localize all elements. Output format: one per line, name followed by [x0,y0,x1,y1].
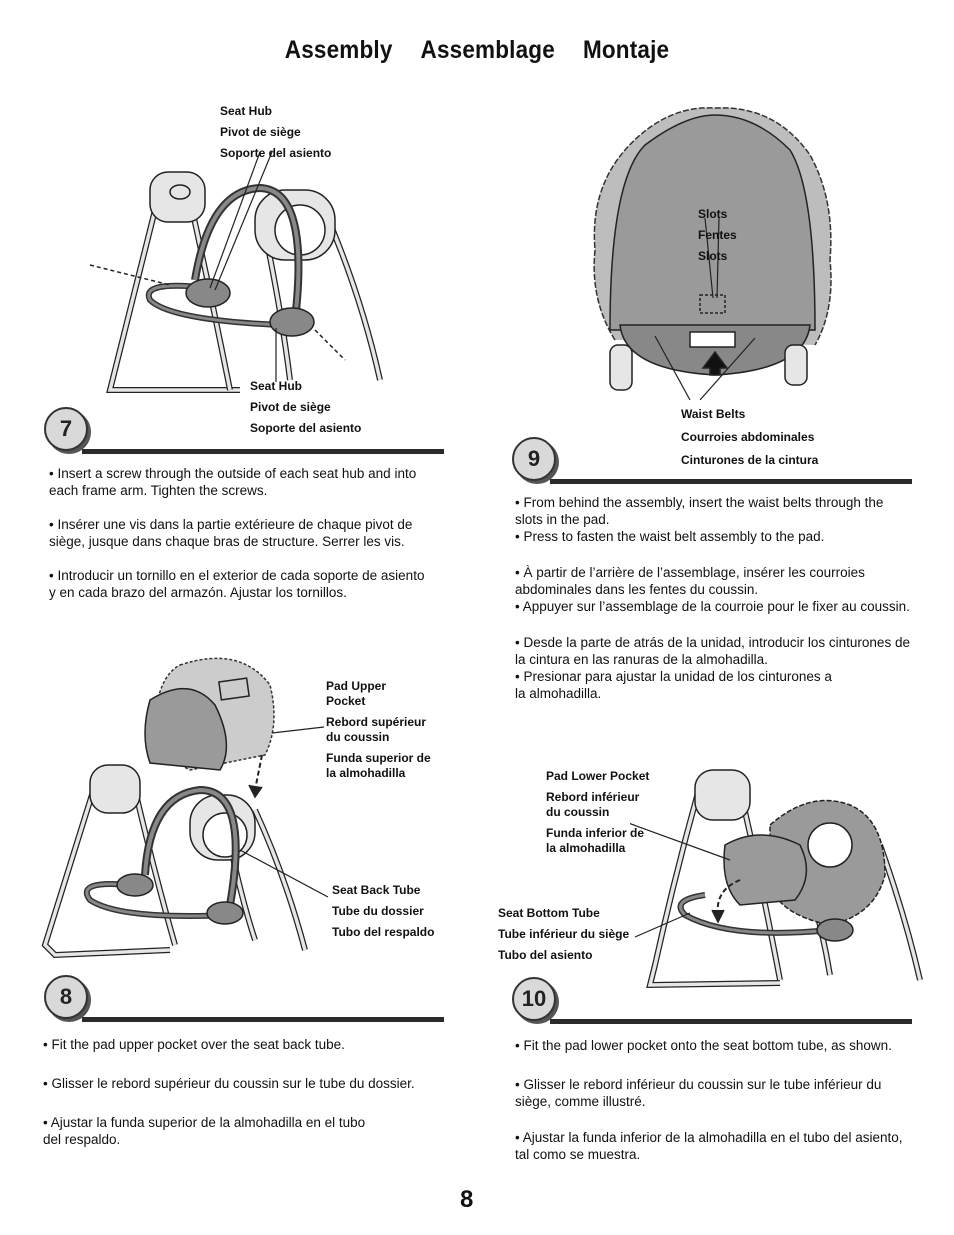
step8-instructions: • Fit the pad upper pocket over the seat… [43,1037,415,1147]
step8-number-badge: 8 [44,975,88,1019]
step7-number-badge: 7 [44,407,88,451]
step9-label-slots: Slots Fentes Slots [698,207,737,263]
step8-illustration [41,657,329,959]
step8-divider [82,1017,444,1022]
title-es: Montaje [582,36,670,64]
page-title: Assembly Assemblage Montaje [48,36,907,65]
title-en: Assembly [284,36,393,64]
step10-number-badge: 10 [512,977,556,1021]
step7-label-seat-hub-bottom: Seat Hub Pivot de siège Soporte del asie… [250,379,362,435]
step7-illustration [89,151,383,393]
step9-number-badge: 9 [512,437,556,481]
title-fr: Assemblage [420,36,555,64]
step8-label-pad-upper-pocket: Pad Upper Pocket Rebord supérieur du cou… [326,679,431,780]
step8-label-seat-back-tube: Seat Back Tube Tube du dossier Tubo del … [332,883,435,939]
step10-label-pad-lower-pocket: Pad Lower Pocket Rebord inférieur du cou… [546,769,650,855]
step7-instructions: • Insert a screw through the outside of … [49,466,425,600]
step9-illustration [593,107,832,400]
step7-label-seat-hub-top: Seat Hub Pivot de siège Soporte del asie… [220,104,332,160]
step10-divider [550,1019,912,1024]
step10-instructions: • Fit the pad lower pocket onto the seat… [515,1038,903,1162]
page-number: 8 [460,1186,474,1213]
step7-divider [82,449,444,454]
step9-instructions: • From behind the assembly, insert the w… [515,495,910,701]
step9-label-waist-belts: Waist Belts Courroies abdominales Cintur… [681,407,819,467]
step9-divider [550,479,912,484]
step10-label-seat-bottom-tube: Seat Bottom Tube Tube inférieur du siège… [498,906,630,962]
step10-illustration [630,769,923,989]
